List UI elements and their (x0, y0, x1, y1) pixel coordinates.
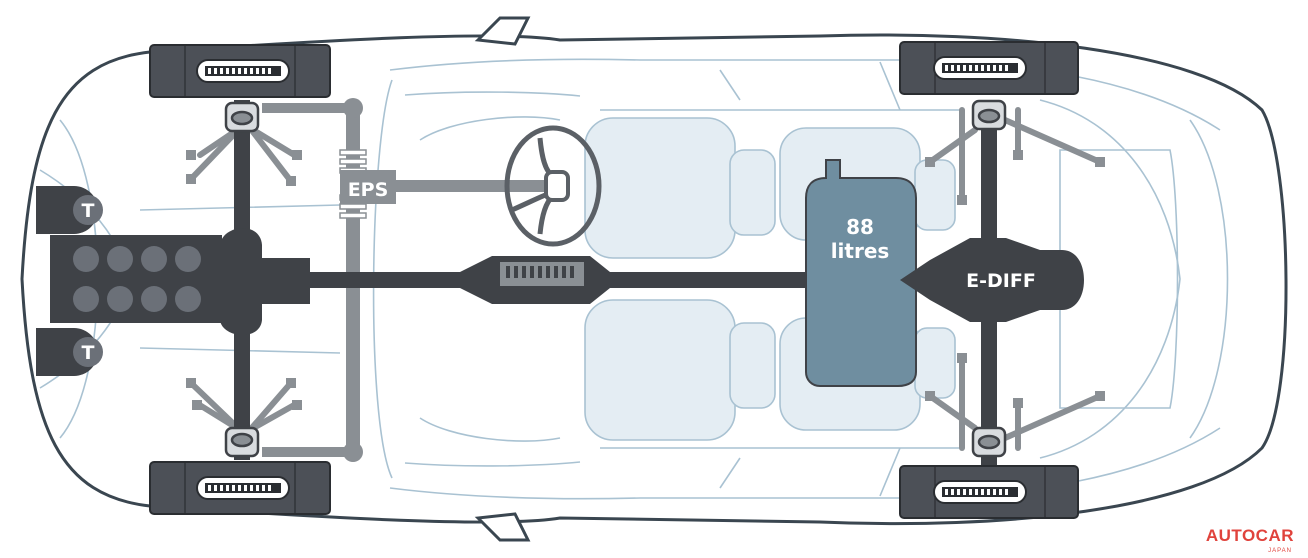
wheel-rear-right (899, 465, 1079, 519)
fuel-tank: 88 litres (805, 159, 917, 387)
wheel-front-left (149, 44, 331, 98)
wheels (149, 41, 1079, 519)
steering-system: EPS (262, 98, 602, 462)
rear-axle: E-DIFF (900, 100, 1084, 465)
eps-box (340, 170, 396, 204)
body-panel-lines (39, 58, 1229, 500)
mirror-bottom (474, 512, 531, 542)
damper-rear-left (971, 99, 1007, 131)
tank-capacity: 88 (846, 215, 874, 239)
rack-joint-bottom (343, 442, 363, 462)
tank-unit: litres (831, 239, 890, 263)
rack-joint-top (343, 98, 363, 118)
front-differential (220, 228, 262, 336)
ediff-housing (900, 238, 1084, 322)
mirror-top (474, 16, 531, 46)
autocar-logo: AUTOCAR (1205, 526, 1294, 545)
suspension-bushings (186, 150, 1105, 410)
turbo-label-bottom: T (82, 342, 95, 364)
drivetrain: T T (36, 100, 930, 460)
front-seat-bottom (584, 299, 776, 441)
engine-block (50, 235, 222, 323)
wheel-rear-left (899, 41, 1079, 95)
dampers (224, 99, 1007, 458)
ediff-label: E-DIFF (966, 270, 1036, 292)
eps-label: EPS (348, 179, 389, 201)
turbo-bottom: T (36, 328, 103, 376)
engine-cylinders (73, 246, 201, 312)
damper-front-left (224, 101, 260, 133)
wheel-front-right (149, 461, 331, 515)
steering-hub (544, 170, 570, 202)
autocar-logo-region: JAPAN (1268, 548, 1292, 554)
transmission (262, 258, 310, 304)
damper-rear-right (971, 426, 1007, 458)
front-seat-top (584, 117, 776, 259)
turbo-top: T (36, 186, 103, 234)
turbo-label-top: T (82, 200, 95, 222)
suspension-links (189, 107, 1103, 451)
damper-front-right (224, 426, 260, 458)
